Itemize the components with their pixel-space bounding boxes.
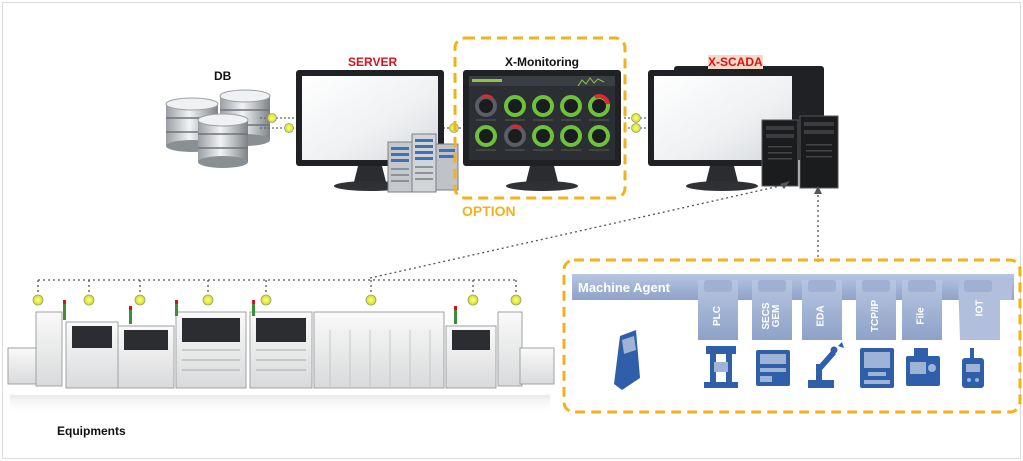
protocol-tab-label: File — [915, 307, 927, 325]
kiosk-icon — [614, 330, 640, 390]
link-arrow-up-icon — [814, 186, 822, 194]
iot-device-icon — [962, 348, 984, 388]
equipment-connector-dots — [32, 294, 522, 306]
server-rack-icon — [387, 133, 459, 193]
x-scada-label-text: X-SCADA — [708, 55, 763, 69]
file-machine-icon — [906, 348, 940, 386]
protocol-tab-label: EDA — [816, 305, 827, 327]
protocol-tab-file: File — [902, 290, 942, 342]
machine-agent-title: Machine Agent — [578, 280, 670, 295]
equipment-line — [7, 300, 555, 415]
server-label: SERVER — [348, 55, 398, 69]
link-arrow-icon — [780, 181, 790, 189]
equipments-label: Equipments — [57, 424, 126, 438]
scada-tower-icon — [761, 115, 839, 189]
x-monitoring-label: X-Monitoring — [505, 55, 579, 69]
protocol-tab-eda: EDA — [802, 290, 842, 342]
x-monitoring-monitor — [463, 70, 621, 191]
protocol-tab-label: PLC — [712, 306, 723, 326]
protocol-tab-secs-gem: SECS GEM — [752, 290, 792, 342]
protocol-tab-label: TCP/IP — [869, 299, 881, 333]
option-label: OPTION — [462, 203, 516, 219]
dashboard-gauges — [475, 94, 610, 151]
machine-agent-frame — [562, 258, 1022, 414]
eda-robot-arm-icon — [808, 342, 844, 388]
tcpip-machine-icon — [860, 348, 894, 388]
db-icon — [165, 89, 271, 168]
protocol-tabs-bg — [698, 280, 1012, 340]
protocol-tab-iot: IOT — [960, 282, 1000, 334]
protocol-tab-tcp-ip: TCP/IP — [856, 290, 896, 342]
protocol-tab-label: SECS GEM — [761, 302, 782, 330]
secs-gem-machine-icon — [756, 350, 790, 386]
protocol-tab-label: IOT — [973, 299, 985, 317]
plc-press-icon — [704, 346, 738, 388]
protocol-tab-plc: PLC — [698, 290, 738, 342]
x-scada-label: X-SCADA — [708, 55, 763, 69]
db-label: DB — [214, 69, 232, 83]
protocol-tab-notches — [704, 280, 992, 292]
